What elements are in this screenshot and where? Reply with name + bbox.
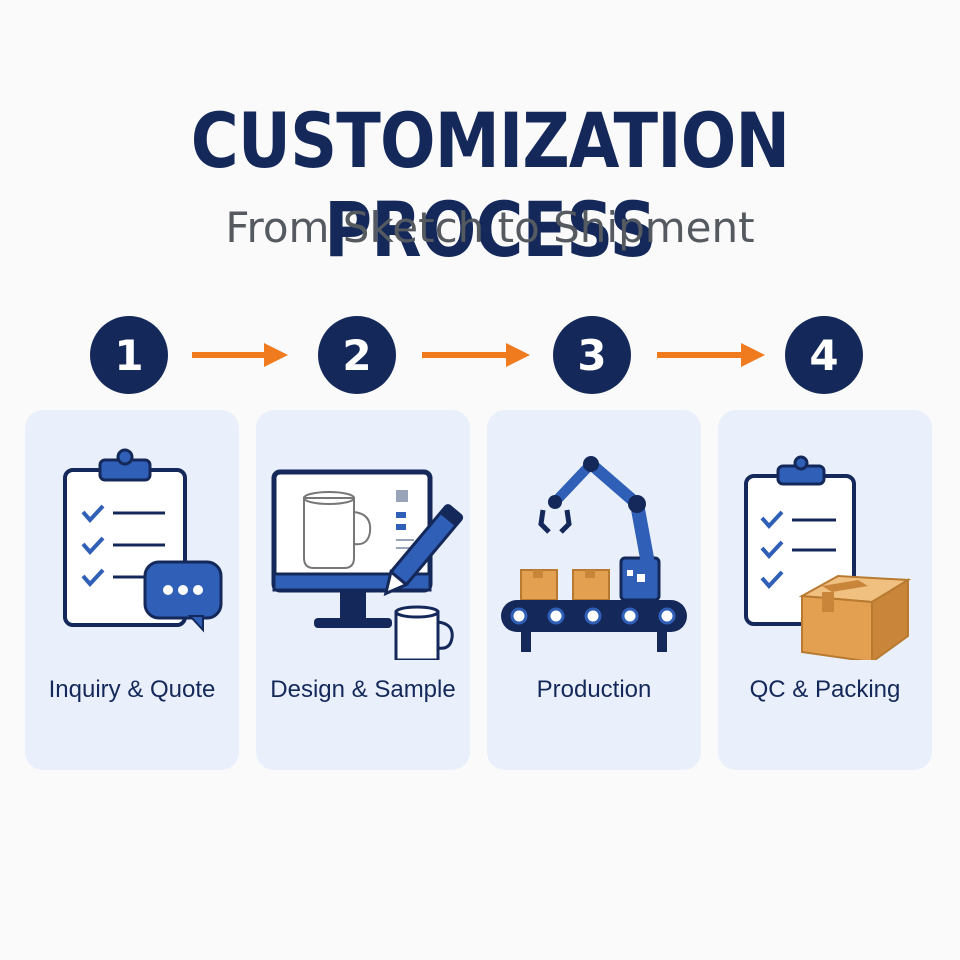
- step-number-2: 2: [318, 316, 396, 394]
- step-label-1: Inquiry & Quote: [48, 676, 216, 703]
- clipboard-box-icon: [744, 455, 912, 660]
- step-label-2: Design & Sample: [270, 676, 456, 703]
- step-label-4: QC & Packing: [749, 676, 901, 703]
- arrow-right-icon: [657, 343, 765, 367]
- step-card-3: Production: [487, 410, 701, 770]
- step-number-4: 4: [785, 316, 863, 394]
- step-number-1: 1: [90, 316, 168, 394]
- arrow-right-icon: [192, 343, 288, 367]
- step-label-3: Production: [536, 676, 652, 703]
- page-subtitle: From Sketch to Shipment: [225, 203, 755, 252]
- clipboard-chat-icon: [63, 448, 223, 633]
- step-card-4: QC & Packing: [718, 410, 932, 770]
- arrow-right-icon: [422, 343, 530, 367]
- step-number-3: 3: [553, 316, 631, 394]
- step-card-2: Design & Sample: [256, 410, 470, 770]
- robot-arm-conveyor-icon: [501, 456, 687, 652]
- step-card-1: Inquiry & Quote: [25, 410, 239, 770]
- page-title: CUSTOMIZATION PROCESS: [190, 96, 790, 274]
- monitor-mug-pencil-icon: [271, 469, 464, 660]
